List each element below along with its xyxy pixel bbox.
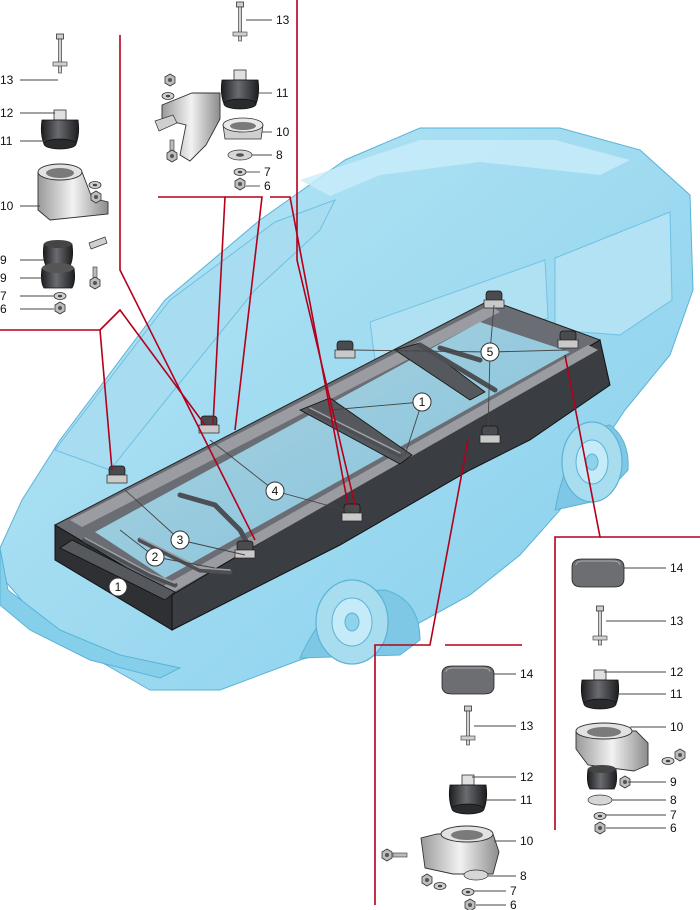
tl-label-9b: 9 [0,271,7,285]
bc-label-12: 12 [520,770,534,784]
svg-text:5: 5 [487,345,494,359]
br-label-9: 9 [670,775,677,789]
svg-text:1: 1 [115,580,122,594]
tc-label-8: 8 [276,148,283,162]
svg-text:4: 4 [272,484,279,498]
assembly-bottom-right: 14 13 12 11 10 9 8 7 6 [571,558,686,835]
svg-text:1: 1 [419,395,426,409]
br-label-12: 12 [670,665,684,679]
tc-label-11: 11 [276,86,289,100]
tl-label-11: 11 [0,134,13,148]
br-label-7: 7 [670,808,677,822]
svg-text:3: 3 [177,533,184,547]
br-label-14: 14 [670,561,684,575]
br-label-11: 11 [670,687,683,701]
br-label-13: 13 [670,614,684,628]
br-label-10: 10 [670,720,684,734]
bc-label-11: 11 [520,793,533,807]
tc-label-6: 6 [264,179,271,193]
tl-label-9a: 9 [0,253,7,267]
tc-label-7: 7 [264,165,271,179]
tl-label-7: 7 [0,289,7,303]
tl-label-13: 13 [0,73,14,87]
bc-label-7: 7 [510,884,517,898]
assembly-top-left: 13 12 11 10 9 9 7 6 [0,33,109,316]
bc-label-14: 14 [520,667,534,681]
bc-label-6: 6 [510,898,517,910]
callout-4: 4 [265,481,285,501]
svg-text:2: 2 [152,550,159,564]
callout-5: 5 [480,342,500,362]
assembly-top-center: 13 11 10 8 7 6 [154,1,290,193]
bc-label-13: 13 [520,719,534,733]
callout-3: 3 [170,530,190,550]
tc-label-10: 10 [276,125,290,139]
tc-label-13: 13 [276,13,290,27]
callout-1-top: 1 [412,392,432,412]
callout-2: 2 [145,547,165,567]
bc-label-8: 8 [520,869,527,883]
br-label-6: 6 [670,821,677,835]
tl-label-10: 10 [0,199,14,213]
callout-1-front: 1 [108,577,128,597]
pipes [82,342,498,588]
bc-label-10: 10 [520,834,534,848]
assembly-bottom-center: 14 13 12 11 10 8 7 6 [381,665,534,910]
tl-label-6: 6 [0,302,7,316]
br-label-8: 8 [670,793,677,807]
tl-label-12: 12 [0,106,14,120]
